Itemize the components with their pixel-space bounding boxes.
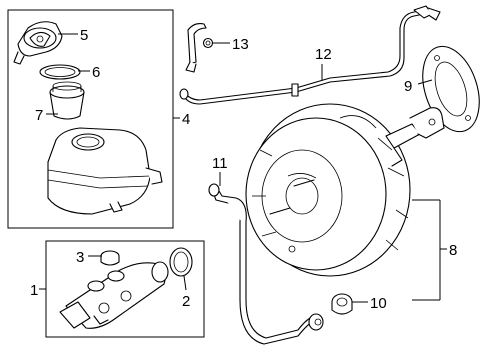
master-cylinder-seal[interactable] (169, 247, 193, 277)
callout-6: 6 (92, 64, 100, 81)
callout-8: 8 (449, 242, 457, 259)
leader-lines (46, 33, 433, 303)
cap-seal[interactable] (39, 64, 81, 80)
brake-booster[interactable] (245, 103, 411, 277)
booster-vacuum-line[interactable] (208, 183, 324, 345)
callout-5: 5 (80, 27, 88, 44)
reservoir-cap[interactable] (13, 21, 63, 65)
callout-1: 1 (30, 282, 38, 299)
check-valve[interactable] (185, 23, 214, 73)
callout-12: 12 (315, 46, 332, 63)
callout-13: 13 (232, 36, 249, 53)
vacuum-hose[interactable] (179, 5, 441, 105)
master-cylinder[interactable] (59, 261, 169, 329)
callout-7: 7 (35, 107, 43, 124)
callout-9: 9 (404, 78, 412, 95)
booster-callout-bracket (412, 199, 447, 301)
brake-fluid-reservoir[interactable] (47, 127, 163, 215)
callout-11: 11 (212, 155, 228, 172)
reservoir-grommet[interactable] (100, 250, 120, 266)
push-rod-clevis[interactable] (385, 107, 445, 167)
reservoir-assembly-box (7, 9, 180, 229)
booster-grommet[interactable] (331, 293, 353, 315)
callout-4: 4 (182, 111, 190, 128)
callout-3: 3 (76, 249, 84, 266)
master-cylinder-box (39, 240, 205, 338)
callout-2: 2 (182, 293, 190, 310)
reservoir-strainer[interactable] (49, 81, 85, 120)
callout-10: 10 (370, 295, 387, 312)
